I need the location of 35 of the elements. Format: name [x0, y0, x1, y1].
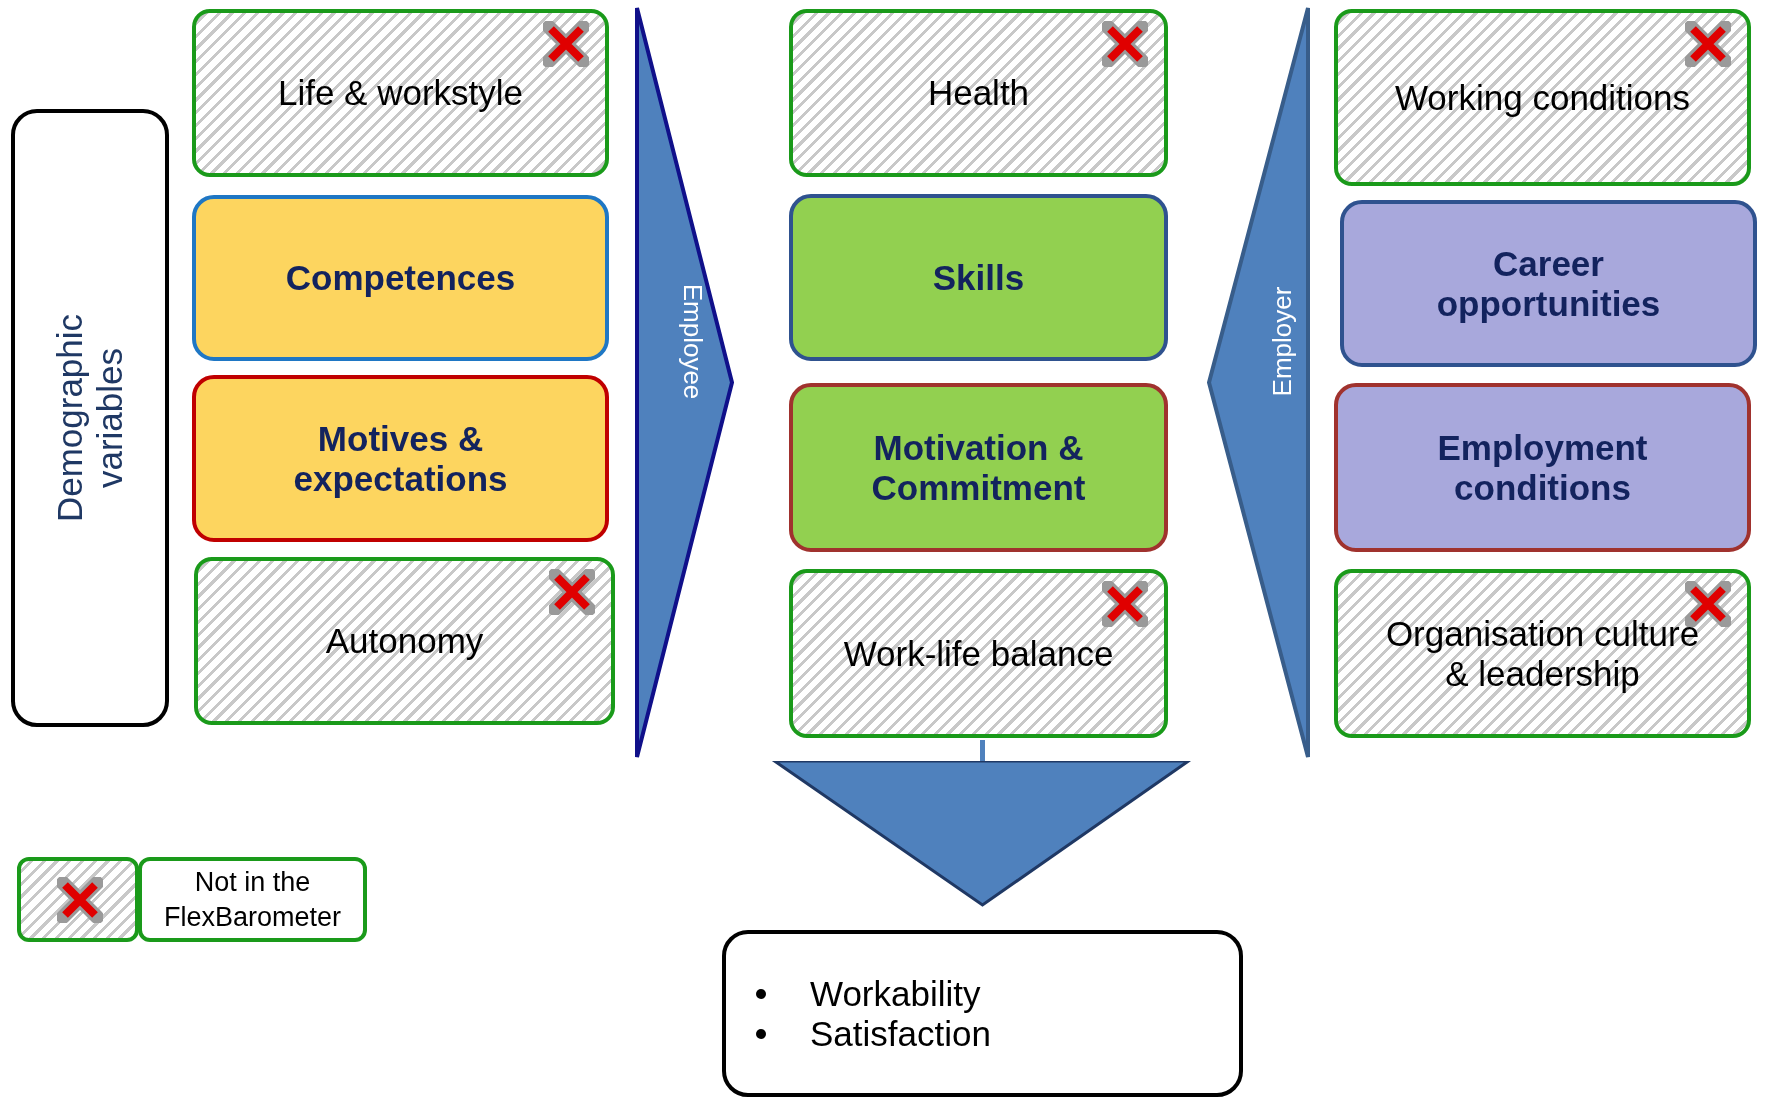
box-label: Career opportunities — [1435, 243, 1662, 324]
box-label: Working conditions — [1393, 77, 1692, 118]
excluded-box — [1334, 9, 1751, 186]
factor-box — [789, 194, 1168, 361]
outcome-box — [722, 930, 1243, 1097]
box-label: Organisation culture & leadership — [1384, 613, 1701, 694]
excluded-box — [789, 569, 1168, 738]
factor-box — [192, 195, 609, 361]
box-label: Competences — [284, 258, 517, 298]
factor-box — [192, 375, 609, 542]
box-label: Motivation & Commitment — [870, 427, 1087, 508]
box-label: Autonomy — [324, 621, 485, 661]
chevron-arrow — [1206, 6, 1310, 759]
box-label: Life & workstyle — [276, 73, 525, 113]
box-label: Employment conditions — [1436, 427, 1649, 508]
factor-box — [789, 383, 1168, 552]
list-item: Workability — [810, 973, 981, 1014]
arrow — [773, 740, 1190, 907]
arrow-label: Employer — [1267, 285, 1299, 399]
box-label: Work-life balance — [842, 633, 1115, 674]
list-item: Satisfaction — [810, 1013, 991, 1054]
arrow-label: Employee — [677, 282, 709, 402]
excluded-box — [192, 9, 609, 177]
excluded-box — [1334, 569, 1751, 738]
chevron-arrow — [635, 6, 735, 759]
excluded-box — [789, 9, 1168, 177]
panel-label: Demographic variables — [50, 312, 130, 525]
factor-box — [1340, 200, 1757, 367]
box-label: Motives & expectations — [292, 418, 509, 499]
legend-text: Not in the FlexBarometer — [138, 857, 367, 942]
side-panel — [11, 109, 169, 727]
box-label: Skills — [931, 257, 1026, 298]
factor-box — [1334, 383, 1751, 552]
box-label: Health — [926, 73, 1031, 113]
excluded-box — [194, 557, 615, 725]
